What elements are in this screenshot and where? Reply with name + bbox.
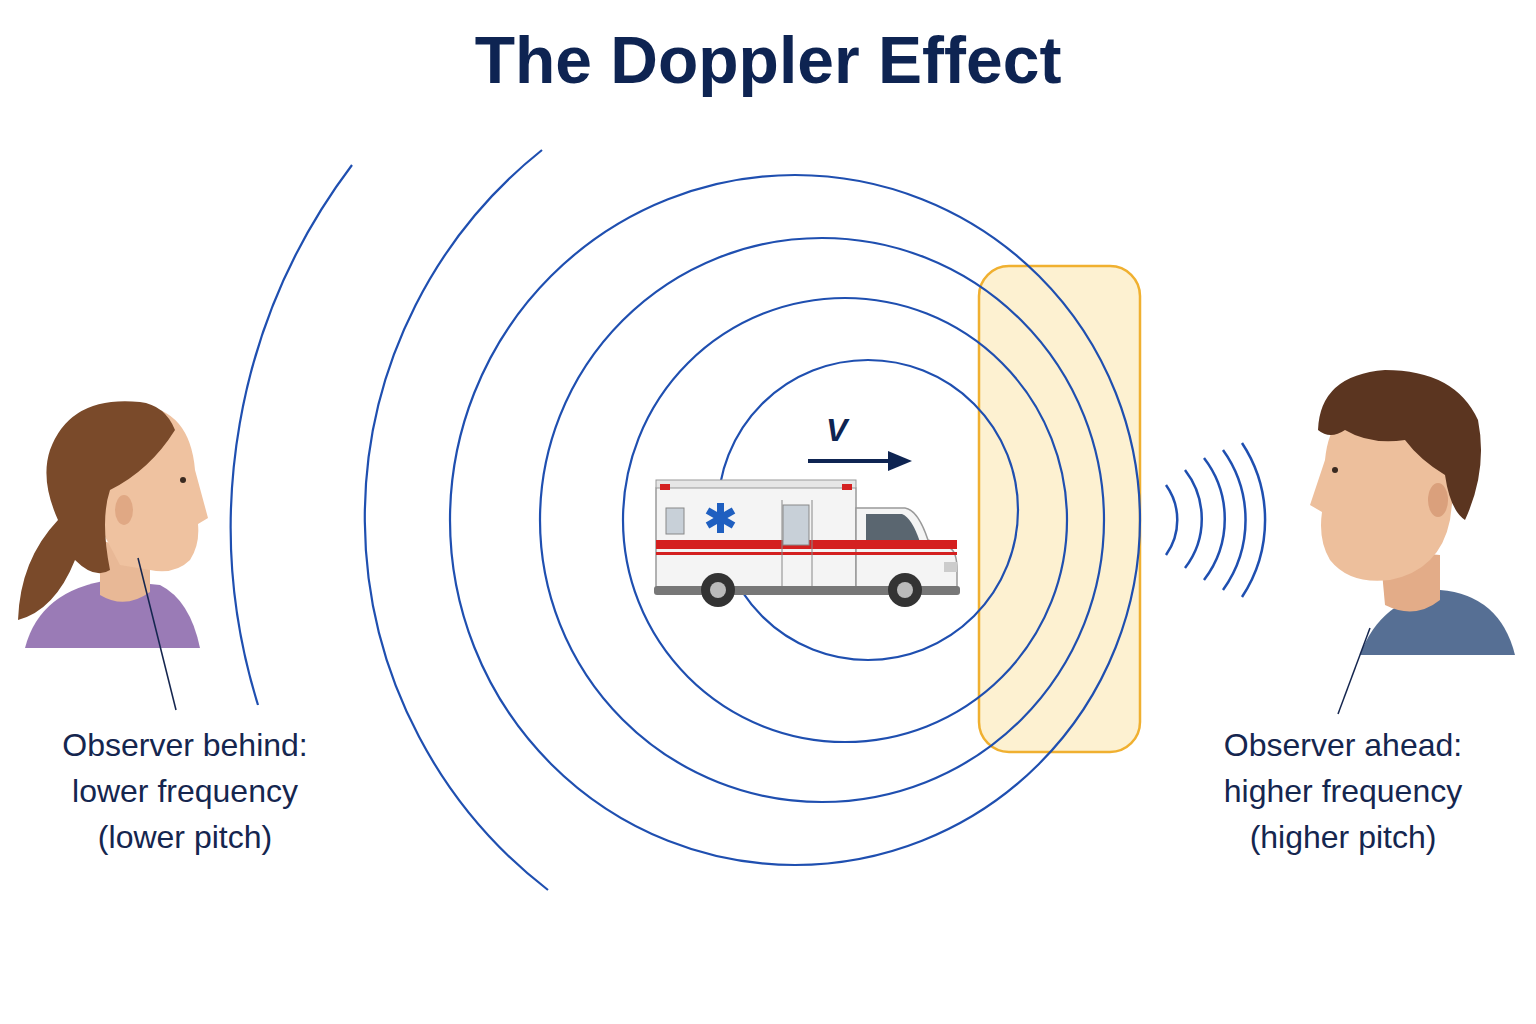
velocity-label: V xyxy=(826,412,847,449)
compressed-waves xyxy=(1166,443,1265,597)
compression-highlight xyxy=(979,266,1140,752)
observer-note: Observer ahead: higher frequency (higher… xyxy=(1193,722,1493,860)
observer-behind xyxy=(18,401,208,648)
leader-line xyxy=(1338,628,1370,714)
diagram-title: The Doppler Effect xyxy=(0,22,1536,98)
velocity-arrow xyxy=(808,451,912,471)
observer-ahead xyxy=(1310,370,1515,655)
leader-line xyxy=(138,558,176,710)
observer-note: Observer behind: lower frequency (lower … xyxy=(35,722,335,860)
ambulance xyxy=(654,480,960,607)
wavefronts xyxy=(231,150,1140,890)
